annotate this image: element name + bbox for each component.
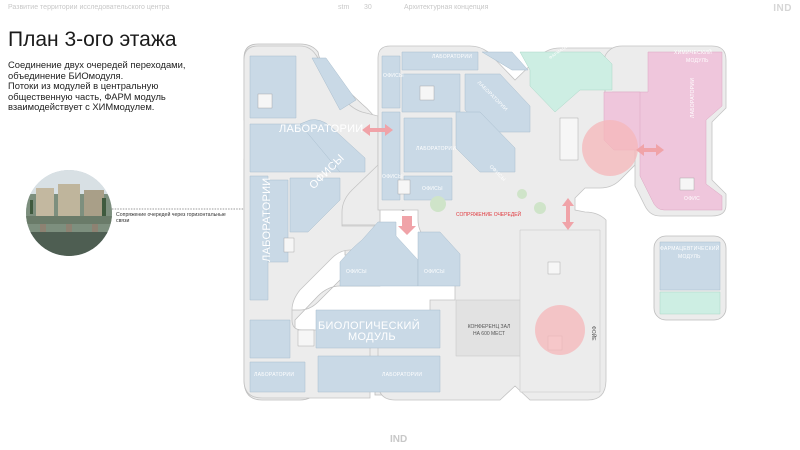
page-title: План 3-ого этажа [8,28,177,51]
header-page: 30 [364,4,372,11]
footer-brand: IND [390,434,408,445]
label-offices-top: ОФИСЫ [383,73,404,79]
label-lab-top: ЛАБОРАТОРИИ [432,54,473,60]
description-line: общественную часть, ФАРМ модуль [8,90,166,102]
label-lab-bottom-left: ЛАБОРАТОРИИ [254,372,295,378]
label-bio-1: БИОЛОГИЧЕСКИЙ [318,320,420,332]
label-junction: СОПРЯЖЕНИЕ ОЧЕРЕДЕЙ [456,212,522,218]
arrow-chem [636,144,664,156]
description-line: взаимодействует с ХИМмодулем. [8,101,155,112]
connection-arrows [362,124,664,235]
label-pharm-1: ФАРМАЦЕВТИЧЕСКИЙ [660,246,720,252]
photo-caption: Сопряжение очередей через горизонтальные… [116,212,226,225]
label-conference: КОНФЕРЕНЦ ЗАЛ НА 600 МЕСТ [460,324,518,338]
description-line: объединение БИОмодуля. [8,69,124,81]
label-foyer: ФОЙЕ [590,326,596,341]
label-offices-center: ОФИСЫ [382,174,403,180]
label-offices-lower-left: ОФИСЫ [346,269,367,275]
header-brand: IND [773,3,792,14]
label-chem-lab: ЛАБОРАТОРИИ [690,77,696,118]
label-chem-offices: ОФИС [684,196,701,202]
arrow-down-center [398,216,416,235]
label-offices-center2: ОФИСЫ [422,186,443,192]
page-description: Соединение двух очередей переходами, объ… [8,59,208,113]
label-conference-line1: КОНФЕРЕНЦ ЗАЛ [467,324,511,330]
label-chem-2: МОДУЛЬ [686,58,709,64]
label-offices-lower-right: ОФИСЫ [424,269,445,275]
description-line: Соединение двух очередей переходами, [8,59,186,70]
label-bio-2: МОДУЛЬ [348,331,396,343]
junction-circle-top [582,120,638,176]
label-conference-line2: НА 600 МЕСТ [472,331,506,337]
label-lab-bottom-mid: ЛАБОРАТОРИИ [382,372,423,378]
header-section: Архитектурная концепция [404,4,489,11]
label-chem-1: ХИМИЧЕСКИЙ [674,50,713,56]
label-lab-mid: ЛАБОРАТОРИИ [279,123,364,135]
label-lab-left: ЛАБОРАТОРИИ [261,177,273,262]
header-project: Развитие территории исследовательского ц… [8,4,170,11]
arrow-left-center [362,124,393,136]
pharma-zone-top [519,51,613,113]
description-line: Потоки из модулей в центральную [8,80,159,91]
label-lab-right-top: ЛАБОРАТОРИИ [416,146,457,152]
lab-zones-center [381,51,531,201]
conference-hall [455,299,523,357]
junction-circle-bottom [535,305,585,355]
arrow-vertical-junction [562,198,574,230]
label-pharm-2: МОДУЛЬ [678,254,701,260]
header-code: stm [338,4,350,11]
